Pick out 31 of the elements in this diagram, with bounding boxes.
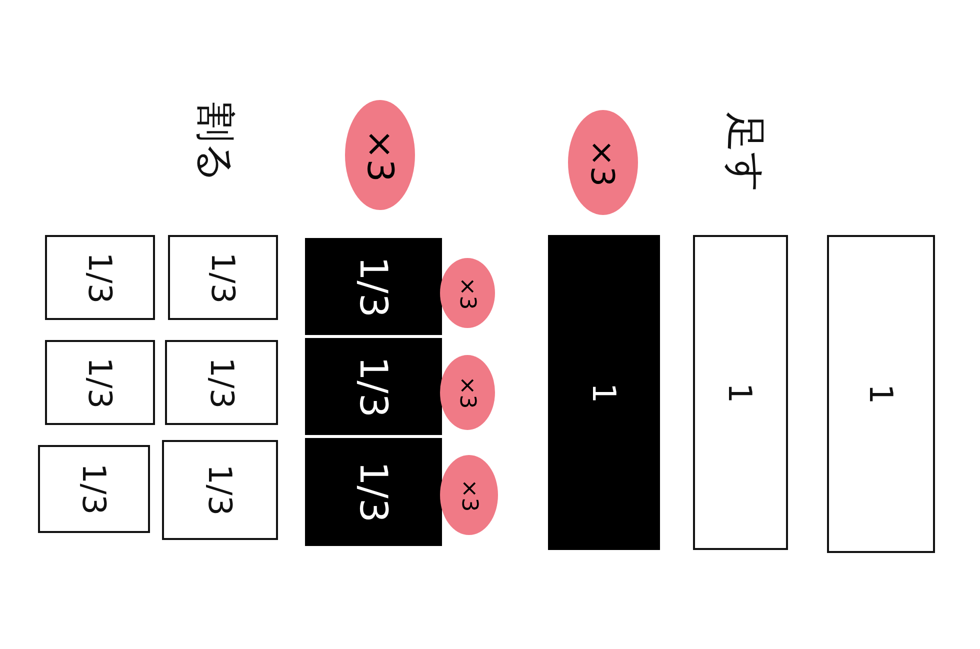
handwritten-label: 足す bbox=[721, 112, 769, 193]
card-text: 1/3 bbox=[81, 356, 119, 408]
fraction-card bbox=[168, 235, 278, 320]
card-text: 1 bbox=[722, 382, 760, 403]
card-text: 1 bbox=[862, 384, 900, 404]
fraction-card bbox=[38, 445, 150, 533]
card-text: 1/3 bbox=[81, 252, 119, 304]
fraction-card bbox=[827, 235, 935, 553]
fraction-card bbox=[693, 235, 788, 550]
card-text: 1 bbox=[585, 382, 623, 403]
multiplier-text: ×3 bbox=[455, 376, 480, 409]
card-text: 1/3 bbox=[75, 463, 113, 515]
fraction-card bbox=[45, 340, 155, 425]
fraction-card bbox=[45, 235, 155, 320]
card-text: 1/3 bbox=[204, 252, 242, 304]
card-text: 1/3 bbox=[201, 464, 239, 516]
card-text: 1/3 bbox=[202, 356, 240, 408]
multiplier-text: ×3 bbox=[455, 276, 480, 310]
card-text: 1/3 bbox=[352, 461, 396, 523]
multiplier-text: ×3 bbox=[584, 138, 622, 186]
card-text: 1/3 bbox=[352, 256, 396, 318]
filled-card bbox=[305, 438, 442, 546]
fraction-card bbox=[165, 340, 278, 425]
filled-card bbox=[305, 338, 442, 435]
fraction-card bbox=[162, 440, 278, 540]
filled-card bbox=[548, 235, 660, 550]
filled-card bbox=[305, 238, 442, 335]
handwritten-label: 割る bbox=[191, 102, 239, 183]
card-text: 1/3 bbox=[352, 356, 396, 418]
multiplier-text: ×3 bbox=[456, 478, 482, 512]
multiplier-text: ×3 bbox=[360, 128, 400, 182]
